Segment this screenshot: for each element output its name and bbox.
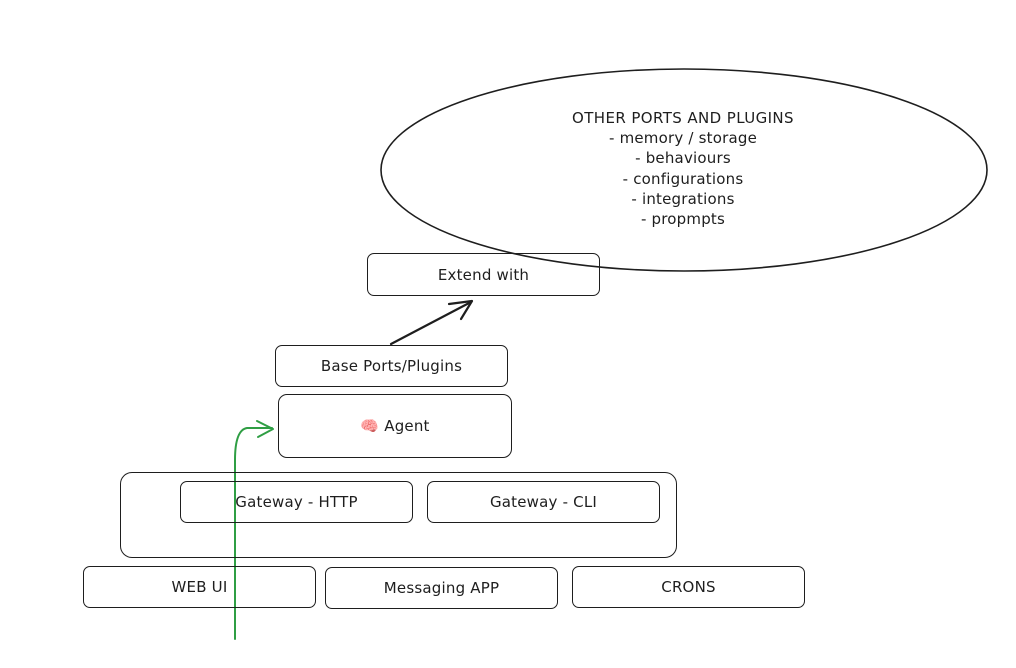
request-flow-arrow: [234, 427, 273, 640]
gateway-container[interactable]: [120, 472, 677, 558]
plugins-ellipse-text: OTHER PORTS AND PLUGINS - memory / stora…: [548, 108, 818, 229]
crons-label: CRONS: [661, 578, 716, 596]
agent-label: Agent: [384, 417, 430, 435]
plugins-title: OTHER PORTS AND PLUGINS: [572, 109, 794, 127]
messaging-app-label: Messaging APP: [383, 579, 500, 597]
gateway-cli-label: Gateway - CLI: [489, 493, 598, 511]
brain-icon: 🧠: [360, 417, 380, 435]
gateway-cli-box[interactable]: Gateway - CLI: [427, 481, 660, 523]
web-ui-label: WEB UI: [171, 578, 228, 596]
plugins-item-configurations: - configurations: [622, 169, 744, 188]
agent-box[interactable]: 🧠 Agent: [278, 394, 512, 458]
plugins-item-prompts: - propmpts: [640, 210, 726, 229]
plugins-item-behaviours: - behaviours: [635, 149, 731, 168]
extend-with-label: Extend with: [437, 265, 530, 284]
messaging-app-box[interactable]: Messaging APP: [325, 567, 558, 609]
gateway-http-box[interactable]: Gateway - HTTP: [180, 481, 413, 523]
extend-with-box[interactable]: Extend with: [367, 253, 600, 296]
plugins-ellipse[interactable]: [380, 68, 988, 272]
plugins-item-memory: - memory / storage: [608, 129, 758, 148]
extend-arrow: [389, 300, 473, 346]
crons-box[interactable]: CRONS: [572, 566, 805, 608]
request-flow-arrow-head: [256, 420, 274, 438]
plugins-item-integrations: - integrations: [631, 189, 735, 208]
extend-arrow-head: [447, 299, 474, 321]
base-ports-label: Base Ports/Plugins: [320, 357, 463, 375]
web-ui-box[interactable]: WEB UI: [83, 566, 316, 608]
gateway-http-label: Gateway - HTTP: [235, 493, 358, 511]
base-ports-box[interactable]: Base Ports/Plugins: [275, 345, 508, 387]
